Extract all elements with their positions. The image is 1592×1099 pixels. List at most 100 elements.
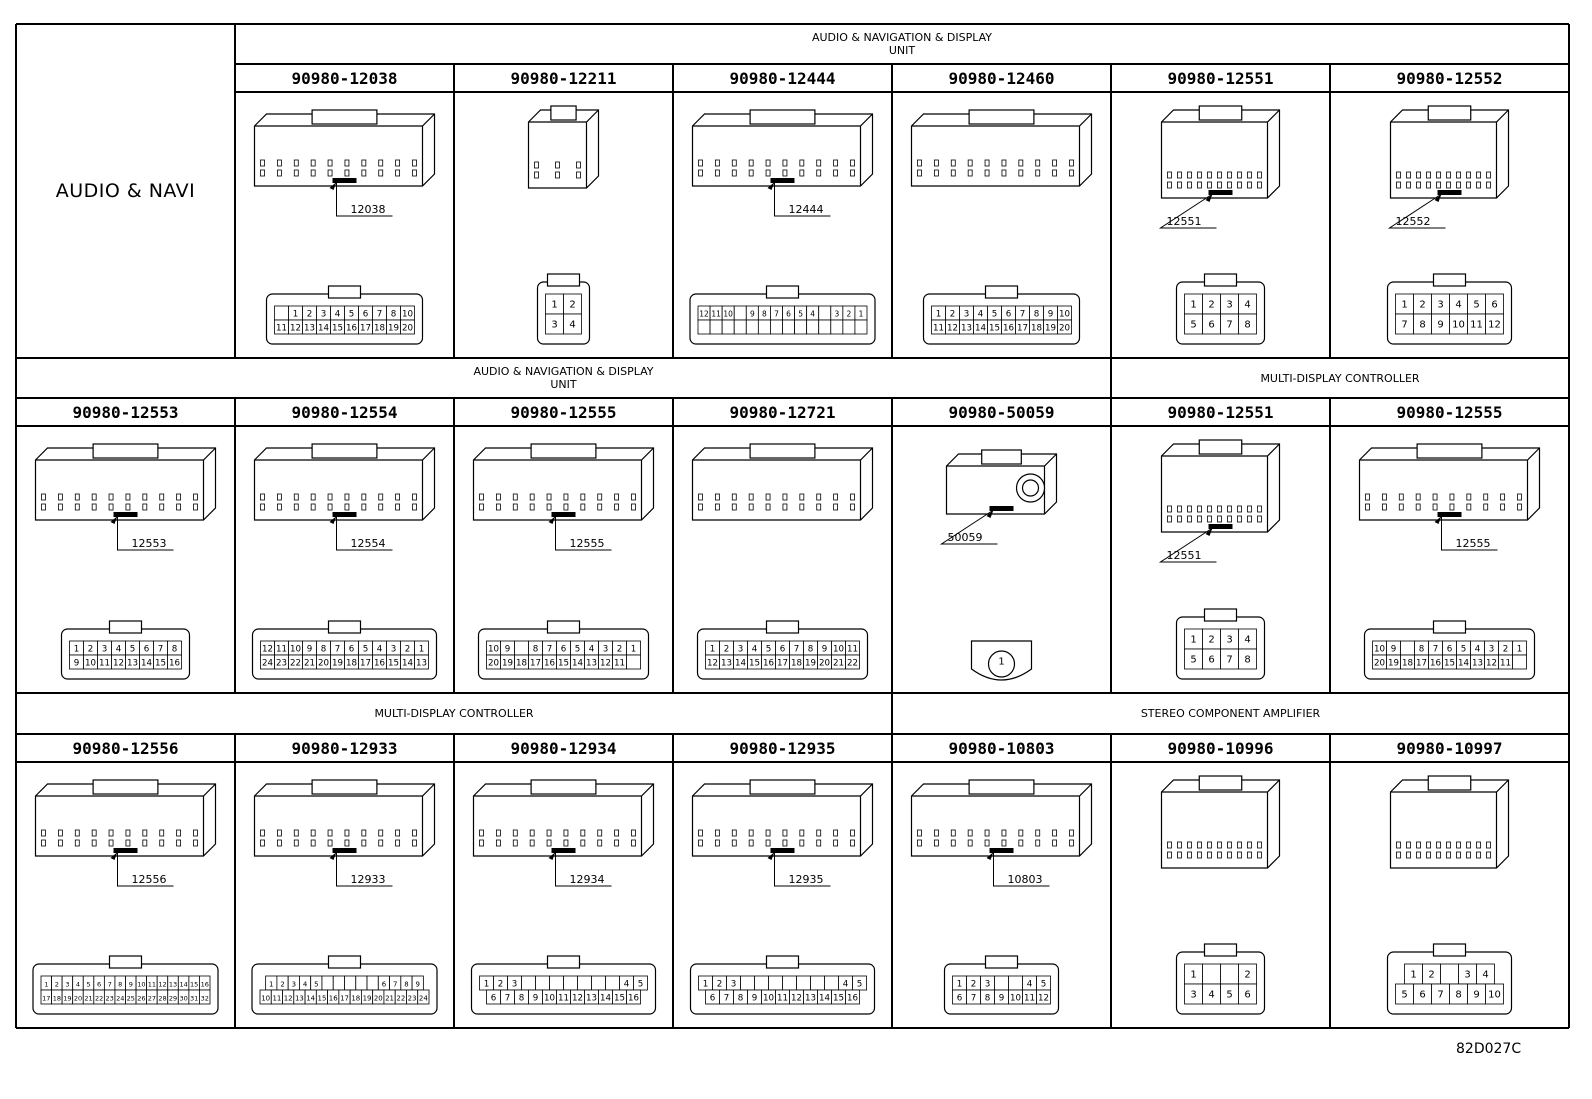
pin-number: 7 — [335, 645, 341, 655]
pin-number: 7 — [1437, 990, 1443, 1001]
part-number: 90980-12553 — [72, 402, 179, 422]
grid-line — [453, 734, 455, 1028]
pin-number: 9 — [1437, 320, 1443, 331]
pin-number: 9 — [129, 981, 133, 989]
pin-number: 9 — [1473, 990, 1479, 1001]
pin-number: 21 — [304, 659, 315, 669]
pin-number: 2 — [1503, 645, 1509, 655]
pin-number: 4 — [76, 981, 80, 989]
grid-line — [891, 734, 893, 1028]
pin-number: 15 — [155, 659, 166, 669]
callout-label: 12038 — [351, 203, 386, 216]
pin-number: 6 — [710, 994, 716, 1004]
pin-number: 18 — [53, 995, 61, 1003]
pin-number: 13 — [805, 994, 816, 1004]
pin-number: 9 — [416, 981, 420, 989]
band-label: STEREO COMPONENT AMPLIFIER — [1140, 707, 1321, 720]
part-number: 90980-12555 — [510, 402, 617, 422]
pin-number: 11 — [933, 324, 944, 334]
pin-number: 6 — [1491, 300, 1497, 311]
grid-line — [235, 91, 1569, 93]
pin-number: 1 — [1190, 300, 1196, 311]
pin-number: 3 — [603, 645, 609, 655]
grid-line — [16, 733, 1569, 735]
connector-isometric-view — [691, 443, 874, 521]
pin-number: 14 — [402, 659, 414, 669]
pin-number: 11 — [614, 659, 625, 669]
pin-number: 12 — [113, 659, 124, 669]
pin-number: 2 — [55, 981, 59, 989]
pin-number: 5 — [1461, 645, 1467, 655]
pin-number: 26 — [137, 995, 145, 1003]
pin-number: 6 — [561, 645, 567, 655]
pin-number: 4 — [1455, 300, 1461, 311]
grid-line — [16, 397, 1569, 399]
pin-number: 1 — [74, 645, 80, 655]
pin-number: 5 — [130, 645, 136, 655]
pin-number: 6 — [786, 310, 791, 319]
part-number: 90980-12552 — [1396, 68, 1503, 88]
pin-number: 3 — [391, 645, 397, 655]
pin-number: 10 — [290, 645, 301, 655]
pin-number: 17 — [360, 324, 371, 334]
pin-number: 18 — [1031, 324, 1042, 334]
pin-number: 14 — [141, 659, 153, 669]
pin-number: 2 — [950, 310, 956, 320]
pin-number: 11 — [276, 324, 287, 334]
pin-number: 5 — [992, 310, 998, 320]
pin-number: 13 — [961, 324, 972, 334]
part-number: 90980-12934 — [510, 738, 617, 758]
grid-line — [16, 425, 1569, 427]
pin-number: 21 — [385, 995, 394, 1003]
callout-leader — [1387, 193, 1446, 229]
pin-number: 16 — [763, 659, 774, 669]
pin-number: 15 — [558, 659, 569, 669]
pin-number: 9 — [1048, 310, 1054, 320]
callout-leader — [1158, 527, 1217, 563]
grid-line — [15, 24, 17, 1028]
grid-line — [891, 693, 893, 734]
pin-number: 3 — [65, 981, 69, 989]
pin-number: 5 — [1401, 990, 1407, 1001]
grid-line — [1329, 734, 1331, 1028]
pin-number: 6 — [957, 994, 963, 1004]
pin-number: 6 — [1419, 990, 1425, 1001]
connector-isometric-view — [253, 109, 436, 187]
connector-isometric-view — [1160, 775, 1281, 869]
pin-number: 9 — [74, 659, 80, 669]
part-number: 90980-12933 — [291, 738, 398, 758]
pin-number: 6 — [1208, 655, 1214, 666]
pin-number: 10 — [137, 981, 145, 989]
pin-number: 8 — [808, 645, 814, 655]
pin-number: 20 — [74, 995, 82, 1003]
pin-number: 28 — [158, 995, 166, 1003]
grid-line — [16, 23, 1569, 25]
pin-number: 11 — [558, 994, 569, 1004]
pin-number: 13 — [721, 659, 732, 669]
band-label: MULTI-DISPLAY CONTROLLER — [1260, 371, 1420, 385]
pin-number: 7 — [393, 981, 397, 989]
pin-number: 12 — [1488, 320, 1501, 331]
part-number: 90980-50059 — [948, 402, 1055, 422]
pin-number: 2 — [1208, 635, 1214, 646]
pin-number: 3 — [551, 320, 557, 331]
pin-number: 4 — [624, 980, 630, 990]
pin-number: 8 — [1244, 655, 1250, 666]
pin-number: 11 — [276, 645, 287, 655]
pin-number: 8 — [118, 981, 122, 989]
grid-line — [234, 398, 236, 693]
pin-number: 9 — [307, 645, 313, 655]
band-label: AUDIO & NAVIGATION & DISPLAY UNIT — [811, 31, 993, 57]
pin-number: 13 — [127, 659, 138, 669]
part-number: 90980-12551 — [1167, 68, 1274, 88]
